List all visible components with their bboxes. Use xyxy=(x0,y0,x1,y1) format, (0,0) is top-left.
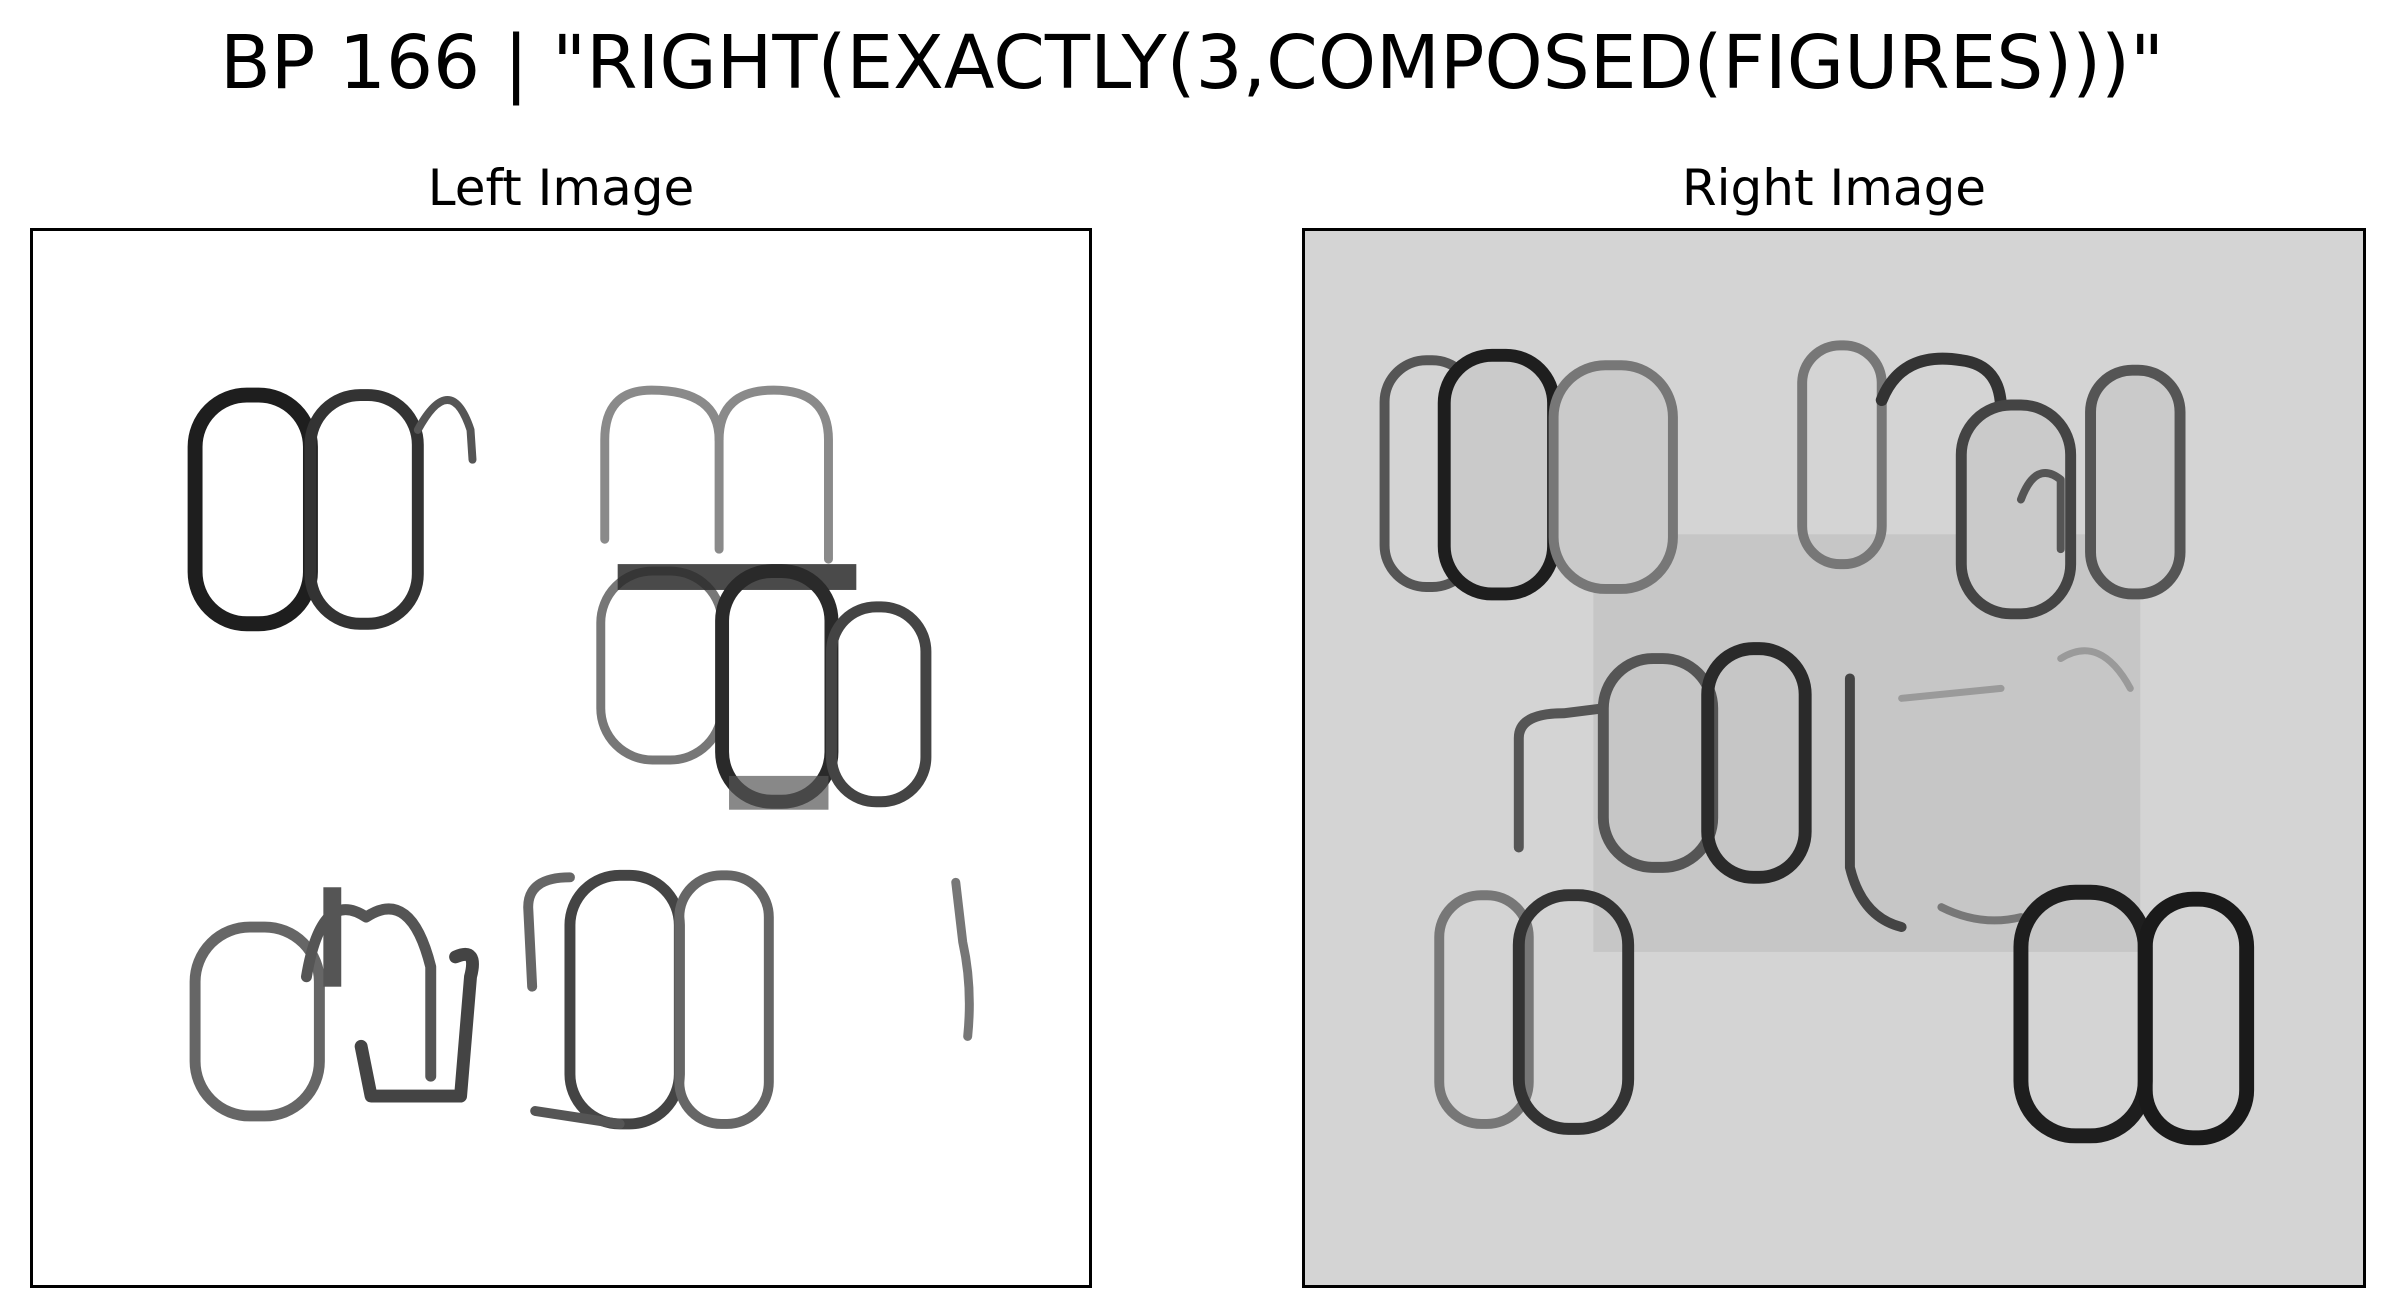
right-figure-2-oval-b xyxy=(1955,399,2077,620)
left-figure-2-shadow xyxy=(729,775,829,810)
right-figure-1 xyxy=(1379,348,1678,601)
left-figure-2-oval-c xyxy=(825,601,932,808)
right-figure-3-oval-b xyxy=(1701,642,1812,884)
right-figure-2-arch xyxy=(1875,352,2008,566)
left-figure-1 xyxy=(187,387,477,632)
left-figure-2-arch-a xyxy=(600,385,724,554)
right-figure-1-oval-c xyxy=(1548,360,1678,594)
left-figure-1-oval-b xyxy=(304,389,424,630)
left-figure-2-band xyxy=(617,564,857,590)
left-figure-3-arch xyxy=(300,903,437,1082)
right-figure-5-tail xyxy=(1937,903,2025,925)
left-figure-4 xyxy=(523,869,774,1130)
right-image-canvas xyxy=(1305,231,2363,1285)
left-figure-1-hook xyxy=(413,396,477,464)
page-title: BP 166 | "RIGHT(EXACTLY(3,COMPOSED(FIGUR… xyxy=(219,20,2165,106)
left-figure-4-base xyxy=(530,1106,625,1129)
left-figure-3 xyxy=(189,887,479,1122)
right-figure-4-oval-b xyxy=(1512,889,1635,1135)
right-figure-3 xyxy=(1513,642,2134,933)
right-figure-1-oval-b xyxy=(1437,348,1561,601)
left-figure-4-oval-b xyxy=(674,870,774,1129)
right-figure-3-arm xyxy=(1513,703,1609,853)
right-image-panel xyxy=(1302,228,2366,1288)
right-figure-2-oval-c xyxy=(2085,364,2186,600)
right-figure-3-hook xyxy=(1844,673,1907,933)
right-figure-4-oval-a xyxy=(1434,890,1534,1129)
right-figure-2 xyxy=(1797,340,2186,620)
right-figure-4 xyxy=(1434,889,1635,1135)
right-image-title: Right Image xyxy=(1681,159,1987,217)
right-figure-5-oval-b xyxy=(2137,891,2255,1146)
right-figure-2-oval-a xyxy=(1797,340,1887,570)
right-figure-5 xyxy=(1937,884,2255,1146)
left-figure-3-oval-a xyxy=(189,921,325,1122)
left-figure-4-arch xyxy=(523,872,575,992)
left-figure-3-stem xyxy=(323,887,342,987)
right-figure-2-hook xyxy=(2016,469,2065,554)
right-figure-3-faint xyxy=(1898,647,2134,702)
left-image-panel xyxy=(30,228,1092,1288)
left-figure-2 xyxy=(596,385,932,810)
left-figure-3-base xyxy=(354,947,479,1103)
left-fragment xyxy=(951,877,974,1041)
left-image-title: Left Image xyxy=(427,159,695,217)
left-image-canvas xyxy=(33,231,1089,1285)
left-figure-2-arch-b xyxy=(714,385,833,564)
